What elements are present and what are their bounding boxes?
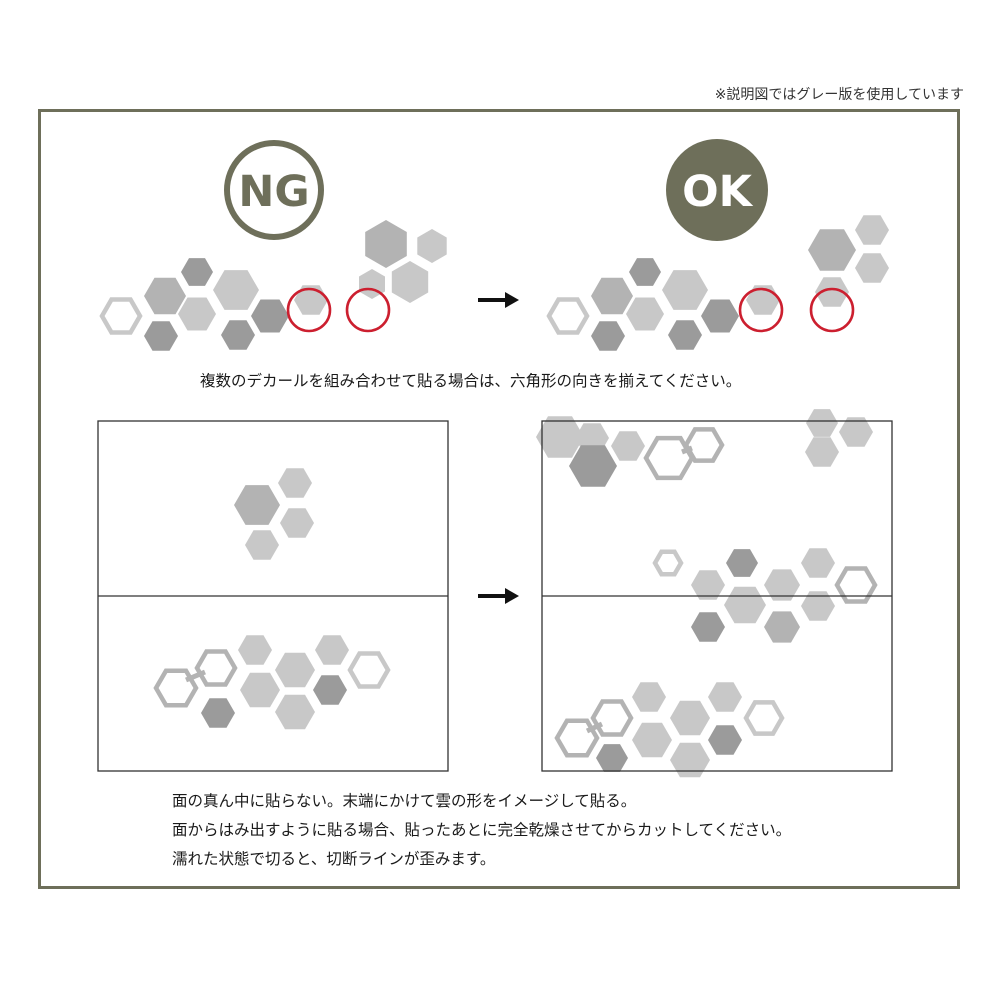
hexagon-decal	[815, 277, 849, 307]
hexagon-decal	[591, 321, 625, 351]
ng-panel	[97, 420, 449, 772]
caption-wet-cut-warning: 濡れた状態で切ると、切断ラインが歪みます。	[172, 850, 496, 868]
hexagon-decal	[536, 416, 584, 458]
hexagon-decal	[764, 569, 800, 601]
hexagon-decal	[591, 277, 633, 315]
hexagon-decal	[417, 229, 447, 263]
hexagon-decal	[632, 722, 672, 758]
ng-badge-label: NG	[238, 167, 309, 217]
hexagon-decal	[275, 652, 315, 688]
hexagon-decal	[855, 253, 889, 283]
illustration-frame	[38, 109, 960, 889]
hexagon-decal	[178, 297, 216, 331]
hexagon-decal	[801, 548, 835, 578]
hexagon-decal	[221, 320, 255, 350]
hexagon-decal	[668, 320, 702, 350]
hexagon-decal	[764, 611, 800, 643]
hexagon-decal	[632, 682, 666, 712]
hexagon-decal	[245, 530, 279, 560]
ok-badge-label: OK	[682, 167, 754, 217]
caption-align-hexagons: 複数のデカールを組み合わせて貼る場合は、六角形の向きを揃えてください。	[200, 372, 742, 390]
hexagon-decal	[275, 694, 315, 730]
arrow-right-icon	[478, 292, 519, 308]
ng-highlight-circle	[345, 287, 391, 333]
arrow-right-icon	[478, 588, 519, 604]
hexagon-outline	[153, 668, 199, 708]
hexagon-decal	[596, 744, 628, 772]
hexagon-decal	[315, 635, 349, 665]
hexagon-decal	[611, 431, 645, 461]
hexagon-decal	[629, 258, 661, 286]
hexagon-outline	[652, 549, 684, 577]
hexagon-outline	[743, 700, 785, 736]
hexagon-decal	[708, 725, 742, 755]
hexagon-decal	[391, 261, 429, 303]
hexagon-decal	[280, 508, 314, 538]
caption-placement: 面の真ん中に貼らない。末端にかけて雲の形をイメージして貼る。	[172, 792, 637, 810]
hexagon-decal	[701, 299, 739, 333]
hexagon-decal	[569, 445, 617, 487]
hexagon-decal	[238, 635, 272, 665]
hexagon-outline	[643, 435, 695, 481]
ok-badge-disc	[666, 139, 768, 241]
hexagon-decal	[181, 258, 213, 286]
ok-highlight-circle	[809, 287, 855, 333]
hexagon-outline	[834, 566, 878, 604]
ok-panel	[541, 420, 893, 772]
hexagon-decal	[201, 698, 235, 728]
ok-badge: OK	[666, 139, 768, 241]
hexagon-decal	[839, 417, 873, 447]
hexagon-outline	[590, 699, 634, 737]
hexagon-decal	[855, 215, 889, 245]
ng-badge: NG	[224, 140, 324, 240]
hexagon-outline	[554, 718, 600, 758]
hexagon-decal	[691, 570, 725, 600]
ng-highlight-circle	[286, 287, 332, 333]
hexagon-decal	[144, 277, 186, 315]
hexagon-decal	[801, 591, 835, 621]
grey-version-note: ※説明図ではグレー版を使用しています	[714, 87, 964, 103]
hexagon-decal	[806, 409, 838, 437]
hexagon-decal	[670, 742, 710, 778]
hexagon-decal	[626, 297, 664, 331]
hexagon-decal	[144, 321, 178, 351]
ok-highlight-circle	[738, 287, 784, 333]
hexagon-decal	[278, 468, 312, 498]
hexagon-decal	[365, 220, 407, 268]
hexagon-decal	[234, 485, 280, 525]
hexagon-decal	[708, 682, 742, 712]
hexagon-decal	[313, 675, 347, 705]
hexagon-decal	[662, 270, 708, 310]
hexagon-decal	[808, 229, 856, 271]
caption-cut-after-dry: 面からはみ出すように貼る場合、貼ったあとに完全乾燥させてからカットしてください。	[172, 821, 792, 839]
hexagon-outline	[546, 297, 590, 335]
hexagon-decal	[240, 672, 280, 708]
hexagon-outline	[347, 651, 391, 689]
hexagon-outline	[99, 297, 143, 335]
hexagon-decals	[99, 215, 889, 778]
hexagon-decal	[213, 270, 259, 310]
highlight-circles	[286, 287, 855, 333]
hexagon-decal	[691, 612, 725, 642]
hexagon-decal	[805, 437, 839, 467]
hexagon-decal	[726, 549, 758, 577]
hexagon-decal	[670, 700, 710, 736]
hexagon-outline	[194, 649, 238, 687]
hexagon-decal	[724, 586, 766, 624]
hexagon-decal	[251, 299, 289, 333]
hexagon-outline	[683, 427, 725, 463]
ng-badge-ring	[224, 140, 324, 240]
